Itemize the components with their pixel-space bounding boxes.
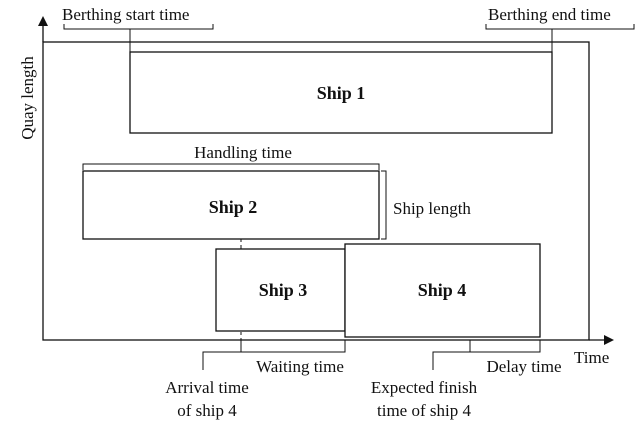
ship-length-label: Ship length [393,199,471,218]
berthing-start-label: Berthing start time [62,5,189,24]
ship-1-box [129,51,553,134]
arrival-time-pointer [202,351,241,370]
y-axis-label: Quay length [18,56,37,140]
waiting-time-label: Waiting time [256,357,344,376]
ship-1-label: Ship 1 [317,83,366,103]
expected-finish-label-line1: Expected finish [371,378,478,397]
arrival-time-label-line1: Arrival time [165,378,249,397]
delay-time-label: Delay time [486,357,561,376]
ship-2-box [82,170,380,240]
x-axis-label: Time [574,348,609,367]
ship-4-label: Ship 4 [418,280,467,300]
expected-finish-label-line2: time of ship 4 [377,401,471,420]
x-axis-arrowhead [604,335,614,345]
ship-length-bracket [381,170,387,240]
expected-finish-pointer [432,351,470,370]
quay-frame [42,41,590,341]
berthing-end-bracket [485,24,635,30]
berthing-start-bracket [63,24,214,30]
delay-time-bracket [469,340,541,353]
handling-time-bracket [82,163,380,170]
handling-time-label: Handling time [194,143,292,162]
arrival-time-label-line2: of ship 4 [177,401,237,420]
ship-3-label: Ship 3 [259,280,308,300]
ship-2-label: Ship 2 [209,197,258,217]
ship-4-box [344,243,541,338]
waiting-time-bracket [240,340,346,353]
y-axis-arrowhead [38,16,48,26]
berthing-end-label: Berthing end time [488,5,611,24]
